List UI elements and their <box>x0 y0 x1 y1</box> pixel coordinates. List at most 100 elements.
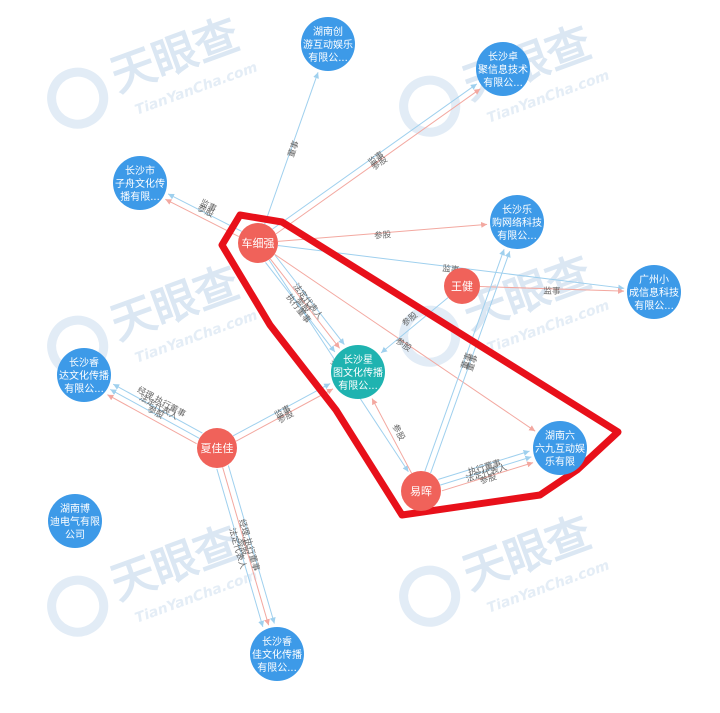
node-csrj[interactable]: 长沙睿佳文化传播有限公... <box>250 627 304 681</box>
node-label: 有限公... <box>634 299 674 312</box>
edge-xjj-csrd <box>112 383 203 434</box>
edge-wj-gzxc <box>479 286 625 294</box>
node-label: 购网络科技 <box>492 216 542 229</box>
red-highlight-outline <box>218 211 622 519</box>
node-label: 长沙睿 <box>262 635 292 648</box>
edge-cxq-hnlj <box>274 253 536 432</box>
node-label: 成信息科技 <box>629 286 679 299</box>
edge-cxq-hnc <box>264 72 319 225</box>
edge-yh-csxt <box>371 398 413 474</box>
edge-cxq-cszd <box>167 193 242 232</box>
node-label: 湖南创 <box>313 25 343 38</box>
node-xjj[interactable]: 夏佳佳 <box>197 428 237 468</box>
edge-label: 参股 <box>390 422 408 443</box>
company-node-circle <box>57 348 111 402</box>
edge-xjj-csrj <box>216 468 265 628</box>
edge-cxq-cszj <box>275 88 481 235</box>
node-label: 长沙卓 <box>488 51 518 63</box>
edge-cxq-cszd <box>165 198 240 238</box>
node-label: 长沙星 <box>343 354 373 366</box>
node-label: 图文化传播 <box>333 366 383 379</box>
node-label: 子舟文化传 <box>115 177 165 190</box>
company-node-circle <box>113 156 167 210</box>
node-label: 有限公... <box>338 379 378 392</box>
node-label: 聚信息技术 <box>478 63 528 76</box>
node-cszj[interactable]: 长沙卓聚信息技术有限公... <box>476 42 530 96</box>
company-node-circle <box>301 17 355 71</box>
node-hnc[interactable]: 湖南创游互动娱乐有限公... <box>301 17 355 71</box>
edge-yh-hnlj <box>439 455 532 486</box>
person-node-circle <box>444 268 480 304</box>
person-node-circle <box>197 428 237 468</box>
company-node-circle <box>476 42 530 96</box>
node-csle[interactable]: 长沙乐购网络科技有限公... <box>490 195 544 249</box>
company-node-circle <box>490 195 544 249</box>
node-label: 六九互动娱 <box>535 442 585 455</box>
edge-label: 参股 <box>374 229 392 241</box>
node-csrd[interactable]: 长沙睿达文化传播有限公... <box>57 348 111 402</box>
node-layer: 湖南创游互动娱乐有限公...长沙卓聚信息技术有限公...长沙市子舟文化传播有限.… <box>48 17 681 681</box>
node-label: 易晖 <box>410 485 432 498</box>
node-gzxc[interactable]: 广州小成信息科技有限公... <box>627 265 681 319</box>
edge-xjj-csrd <box>110 388 200 439</box>
node-label: 公司 <box>65 530 85 541</box>
edge-cxq-cszj <box>272 83 478 230</box>
edge-wj-csxt <box>380 297 449 354</box>
node-label: 有限公... <box>497 229 537 242</box>
node-label: 湖南六 <box>545 429 575 442</box>
edge-label: 参股 <box>236 537 251 557</box>
edge-xjj-csxt <box>235 388 334 442</box>
node-label: 广州小 <box>639 274 669 286</box>
node-wj[interactable]: 王健 <box>444 268 480 304</box>
edge-cxq-csxt <box>269 258 341 349</box>
edge-label: 参股 <box>478 471 498 487</box>
edge-xjj-csrd <box>107 394 197 445</box>
node-label: 播有限... <box>120 190 160 203</box>
node-label: 有限公... <box>308 51 348 64</box>
node-label: 有限公... <box>64 382 104 395</box>
node-label: 乐有限 <box>545 455 575 468</box>
author-credit: 知乎 @Thord <box>570 678 675 698</box>
node-label: 长沙乐 <box>502 204 532 216</box>
company-node-circle <box>533 421 587 475</box>
node-yh[interactable]: 易晖 <box>401 471 441 511</box>
node-label: 有限公... <box>483 76 523 89</box>
node-cxq[interactable]: 车细强 <box>238 223 278 263</box>
edge-label: 监事 <box>543 286 561 298</box>
node-label: 湖南博 <box>60 502 90 515</box>
company-node-circle <box>250 627 304 681</box>
company-node-circle <box>48 494 102 548</box>
node-label: 长沙市 <box>125 164 155 177</box>
node-label: 游互动娱乐 <box>303 38 353 51</box>
edge-yh-hnlj <box>441 461 534 492</box>
edge-xjj-csxt <box>232 383 331 437</box>
node-label: 佳文化传播 <box>252 648 302 661</box>
edge-xjj-csrj <box>222 467 270 626</box>
node-label: 达文化传播 <box>59 369 109 382</box>
node-csxt[interactable]: 长沙星图文化传播有限公... <box>331 345 385 399</box>
edge-cxq-csxt <box>274 254 345 345</box>
node-label: 车细强 <box>242 236 275 250</box>
node-label: 王健 <box>451 280 473 293</box>
edge-yh-csle <box>424 249 505 472</box>
node-label: 夏佳佳 <box>201 441 234 455</box>
edge-xjj-csrj <box>227 465 276 624</box>
edge-yh-csle <box>430 251 511 474</box>
node-label: 长沙睿 <box>69 356 99 369</box>
company-node-circle <box>331 345 385 399</box>
person-node-circle <box>238 223 278 263</box>
node-label: 有限公... <box>257 661 297 674</box>
node-cszd[interactable]: 长沙市子舟文化传播有限... <box>113 156 167 210</box>
person-node-circle <box>401 471 441 511</box>
edge-label: 董事 <box>286 139 302 159</box>
edge-yh-hnlj <box>438 450 530 480</box>
company-node-circle <box>627 265 681 319</box>
